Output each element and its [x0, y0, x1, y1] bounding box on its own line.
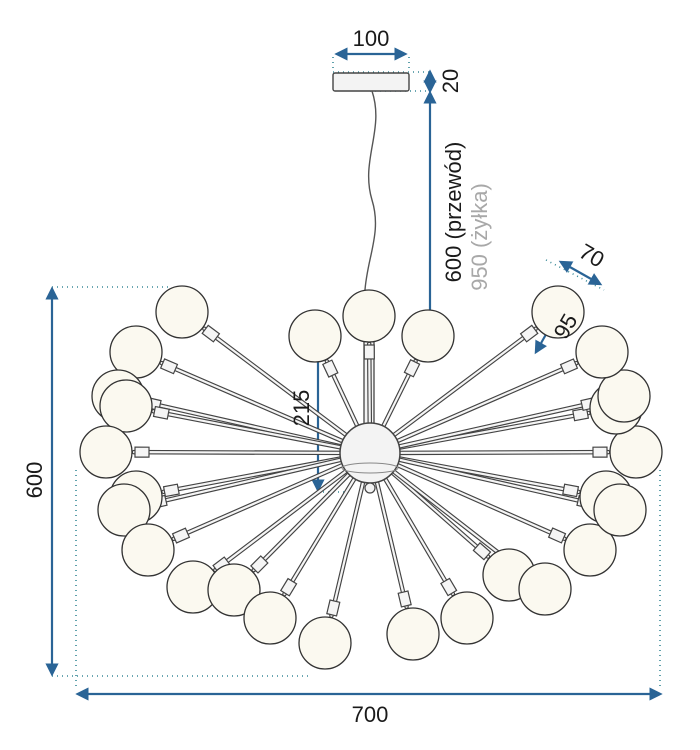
- socket: [519, 324, 539, 343]
- globe-shade: [609, 425, 663, 479]
- globe-shade: [121, 523, 175, 577]
- socket: [397, 590, 412, 608]
- socket: [279, 577, 298, 597]
- globes-layer: [79, 285, 663, 670]
- socket: [592, 446, 608, 458]
- globe-shade: [288, 309, 342, 363]
- suspension-cable: [363, 90, 377, 336]
- socket: [403, 358, 421, 378]
- globe-shade: [575, 325, 629, 379]
- shade-width-label: 70: [575, 239, 609, 273]
- socket: [250, 555, 269, 574]
- globe-shade: [207, 563, 261, 617]
- socket: [547, 527, 567, 544]
- socket: [134, 446, 150, 458]
- socket: [440, 577, 458, 597]
- globe-shade: [597, 369, 651, 423]
- globe-shade: [518, 562, 572, 616]
- total-width-label: 700: [352, 702, 389, 727]
- canopy-width-label: 100: [353, 26, 390, 51]
- socket: [472, 542, 492, 561]
- canopy: [332, 72, 410, 92]
- globe-shade: [440, 591, 494, 645]
- wire-length-label: 950 (żyłka): [467, 183, 492, 291]
- globe-shade: [97, 483, 151, 537]
- socket: [171, 527, 191, 544]
- total-height-label: 600: [22, 462, 47, 499]
- socket: [326, 599, 341, 617]
- globe-shade: [243, 591, 297, 645]
- globe-shade: [99, 379, 153, 433]
- socket: [572, 407, 590, 422]
- globe-shade: [563, 523, 617, 577]
- globe-shade: [298, 616, 352, 670]
- globe-shade: [531, 285, 585, 339]
- socket: [162, 483, 180, 498]
- socket: [152, 405, 170, 420]
- socket: [322, 359, 339, 378]
- arm-offset-label: 215: [289, 390, 314, 427]
- central-hub: [339, 422, 401, 494]
- globe-shade: [155, 285, 209, 339]
- globe-shade: [593, 483, 647, 537]
- socket: [363, 344, 375, 360]
- socket: [159, 358, 179, 375]
- globe-shade: [342, 289, 396, 343]
- arms-layer: [131, 324, 611, 619]
- canopy-height-label: 20: [438, 69, 463, 93]
- globe-shade: [79, 425, 133, 479]
- globe-shade: [386, 607, 440, 661]
- socket: [562, 483, 580, 498]
- globe-shade: [401, 309, 455, 363]
- socket: [559, 358, 579, 375]
- cable-length-label: 600 (przewód): [441, 142, 466, 283]
- socket: [201, 324, 221, 343]
